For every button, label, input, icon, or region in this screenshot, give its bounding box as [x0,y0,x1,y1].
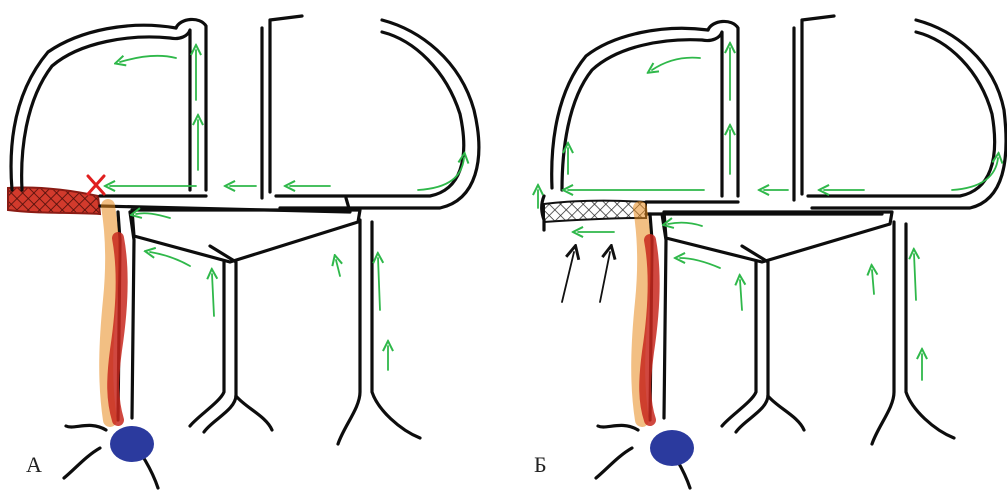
stent-mesh [544,201,646,222]
diagram-a [0,0,503,490]
panel-a: А [0,0,503,490]
pointer-arrows [562,252,610,302]
panel-label-b: Б [534,452,547,478]
venous-pouch [650,430,694,466]
panel-b: Б [504,0,1007,490]
vessel-tree [11,16,479,488]
panel-label-a: А [26,452,42,478]
occlusion-mark [88,176,104,194]
pointer-arrow-2 [600,252,610,302]
diagram-b [504,0,1007,490]
venous-pouch [110,426,154,462]
pointer-arrow-1 [562,252,574,302]
vessel-tree [542,16,1006,488]
